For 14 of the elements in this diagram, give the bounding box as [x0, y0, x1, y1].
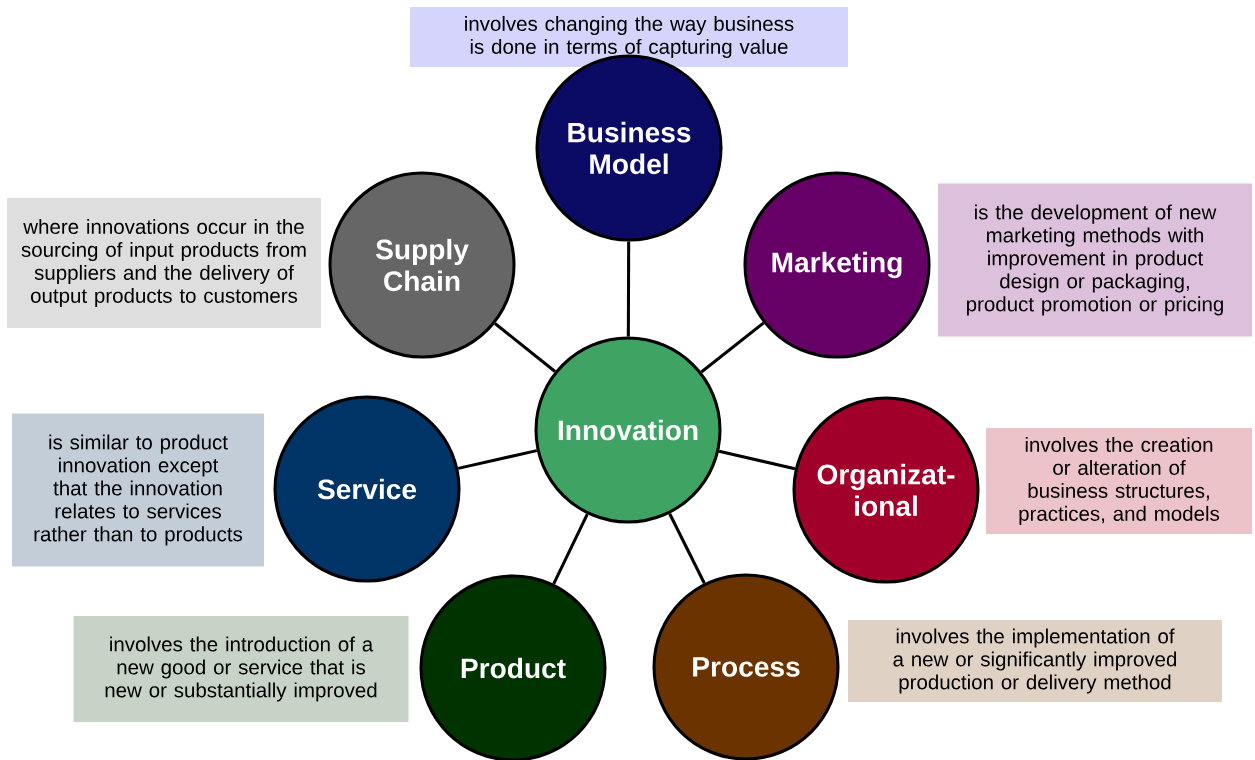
description-box: involves the introduction of a new good or service that is new or substantially improved [73, 616, 409, 722]
description-box: is similar to product innovation except that the innovation relates to services rather than to products [12, 413, 264, 567]
description-box: involves the creation or alteration of business structures, practices, and models [986, 428, 1252, 534]
description-box: where innovations occur in the sourcing of input products from suppliers and the delivery of output products to customers [7, 198, 321, 328]
description-box: involves changing the way business is done in terms of capturing value [410, 7, 848, 67]
connector-line [457, 449, 538, 470]
connector-line [700, 321, 765, 374]
description-box: involves the implementation of a new or significantly improved production or delivery method [848, 620, 1222, 702]
connector-line [626, 241, 631, 337]
connector-line [668, 513, 706, 584]
connector-line [552, 513, 589, 585]
connector-line [718, 449, 796, 471]
connector-line [494, 322, 556, 373]
description-box: is the development of new marketing methods with improvement in product design or packaging, product promotion or pricing [938, 183, 1252, 337]
